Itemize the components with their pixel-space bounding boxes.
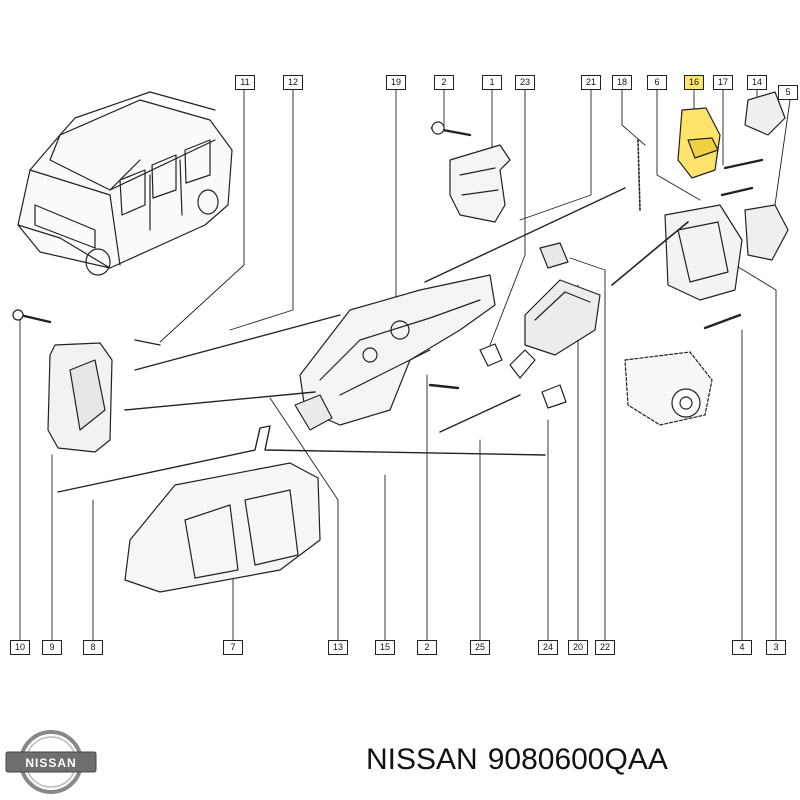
callout-top-12: 12 [283, 75, 303, 90]
callout-bottom-2: 2 [417, 640, 437, 655]
callout-bottom-7: 7 [223, 640, 243, 655]
callout-bottom-8: 8 [83, 640, 103, 655]
callout-top-18: 18 [612, 75, 632, 90]
svg-text:NISSAN: NISSAN [25, 756, 76, 770]
callout-bottom-20: 20 [568, 640, 588, 655]
callout-top-17: 17 [713, 75, 733, 90]
callout-bottom-24: 24 [538, 640, 558, 655]
callout-top-6: 6 [647, 75, 667, 90]
callout-top-14: 14 [747, 75, 767, 90]
lock-parts [12, 91, 789, 593]
callout-bottom-15: 15 [375, 640, 395, 655]
nissan-logo-icon: NISSAN [5, 730, 97, 794]
callout-top-1: 1 [482, 75, 502, 90]
van-illustration [17, 91, 233, 276]
part-number: 9080600QAA [487, 743, 668, 776]
callout-top-21: 21 [581, 75, 601, 90]
callout-bottom-4: 4 [732, 640, 752, 655]
brand-name: NISSAN [366, 743, 478, 776]
part-caption: NISSAN 9080600QAA [366, 740, 678, 780]
callout-bottom-25: 25 [470, 640, 490, 655]
callout-top-19: 19 [386, 75, 406, 90]
callout-top-2: 2 [434, 75, 454, 90]
callout-top-23: 23 [515, 75, 535, 90]
callout-right-5: 5 [778, 85, 798, 100]
callout-bottom-3: 3 [766, 640, 786, 655]
callout-bottom-9: 9 [42, 640, 62, 655]
callout-bottom-22: 22 [595, 640, 615, 655]
callout-bottom-13: 13 [328, 640, 348, 655]
callout-top-11: 11 [235, 75, 255, 90]
callout-bottom-10: 10 [10, 640, 30, 655]
callout-top-16-highlighted: 16 [684, 75, 704, 90]
